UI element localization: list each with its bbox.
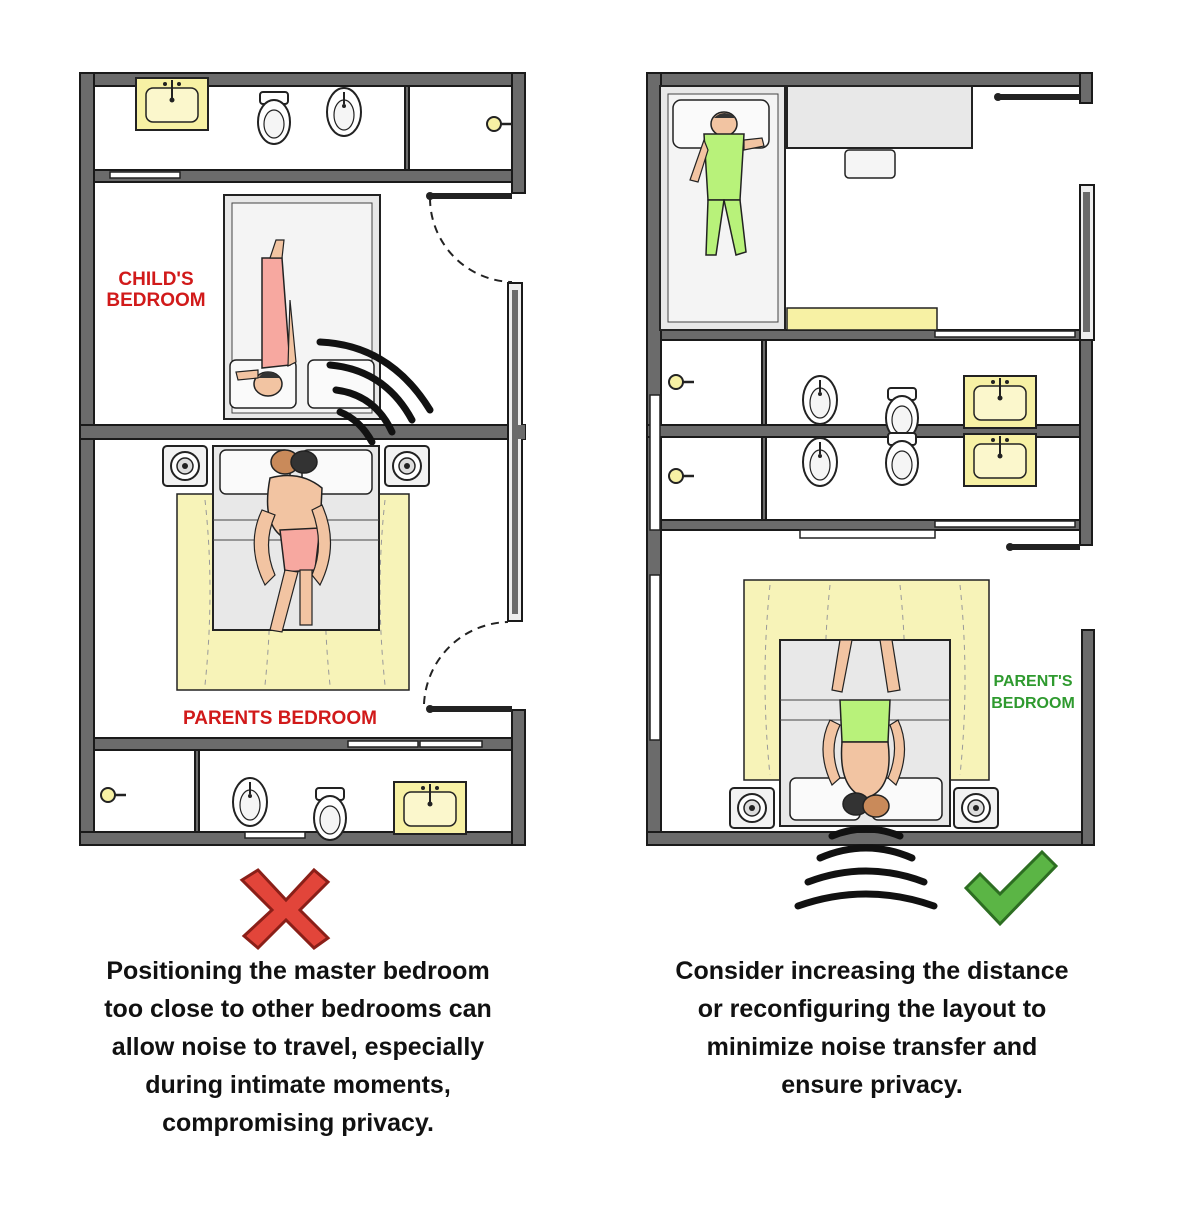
left-caption-line: during intimate moments, — [145, 1071, 451, 1099]
bath-door — [1006, 543, 1080, 551]
noise-waves-icon — [316, 338, 434, 446]
nightstand-lamp-icon — [953, 787, 999, 829]
door-knob-icon — [485, 115, 514, 133]
bidet-icon — [802, 437, 838, 487]
child-bedroom-label-line1: CHILD'S — [118, 269, 193, 290]
toilet-icon — [257, 91, 291, 145]
parents-bedroom-label: PARENTS BEDROOM — [183, 708, 377, 729]
bidet-icon — [232, 777, 268, 827]
left-caption-line: allow noise to travel, especially — [111, 1033, 485, 1061]
right-caption-line: minimize noise transfer and — [706, 1033, 1038, 1061]
parent-bedroom-label-line2: BEDROOM — [991, 695, 1075, 712]
left-floorplan: CHILD'S BEDROOM — [79, 72, 526, 846]
door-knob-icon — [667, 467, 696, 485]
child-bed — [223, 194, 381, 420]
nightstand-lamp-icon — [384, 445, 430, 487]
right-caption-line: Consider increasing the distance — [675, 957, 1069, 985]
parent-bedroom-label-line1: PARENT'S — [993, 673, 1072, 690]
toilet-icon — [313, 787, 347, 841]
parents-door — [423, 621, 512, 713]
green-check-icon — [963, 849, 1059, 927]
noise-waves-icon — [794, 825, 938, 910]
red-x-icon — [239, 867, 331, 951]
right-child-bed — [659, 85, 973, 331]
left-caption-line: Positioning the master bedroom — [106, 957, 490, 985]
left-parents-bed — [212, 445, 380, 633]
right-caption-line: ensure privacy. — [781, 1071, 963, 1099]
toilet-icon — [885, 432, 919, 486]
right-walls — [646, 72, 1095, 846]
door-knob-icon — [99, 786, 128, 804]
sink-icon — [135, 77, 209, 131]
right-caption-line: or reconfiguring the layout to — [697, 995, 1047, 1023]
sink-icon — [963, 433, 1037, 487]
right-parents-bed — [779, 639, 951, 827]
right-floorplan: PARENT'S BEDROOM — [646, 72, 1095, 910]
sink-icon — [963, 375, 1037, 429]
left-caption-line: too close to other bedrooms can — [104, 995, 492, 1023]
left-caption-line: compromising privacy. — [162, 1109, 434, 1137]
top-door — [994, 93, 1080, 101]
left-caption: Positioning the master bedroom too close… — [38, 952, 558, 1142]
child-bedroom-label-line2: BEDROOM — [106, 290, 205, 311]
bidet-icon — [802, 375, 838, 425]
door-knob-icon — [667, 373, 696, 391]
nightstand-lamp-icon — [729, 787, 775, 829]
sink-icon — [393, 781, 467, 835]
right-caption: Consider increasing the distance or reco… — [612, 952, 1132, 1104]
child-door — [426, 192, 513, 283]
nightstand-lamp-icon — [162, 445, 208, 487]
bidet-icon — [326, 87, 362, 137]
